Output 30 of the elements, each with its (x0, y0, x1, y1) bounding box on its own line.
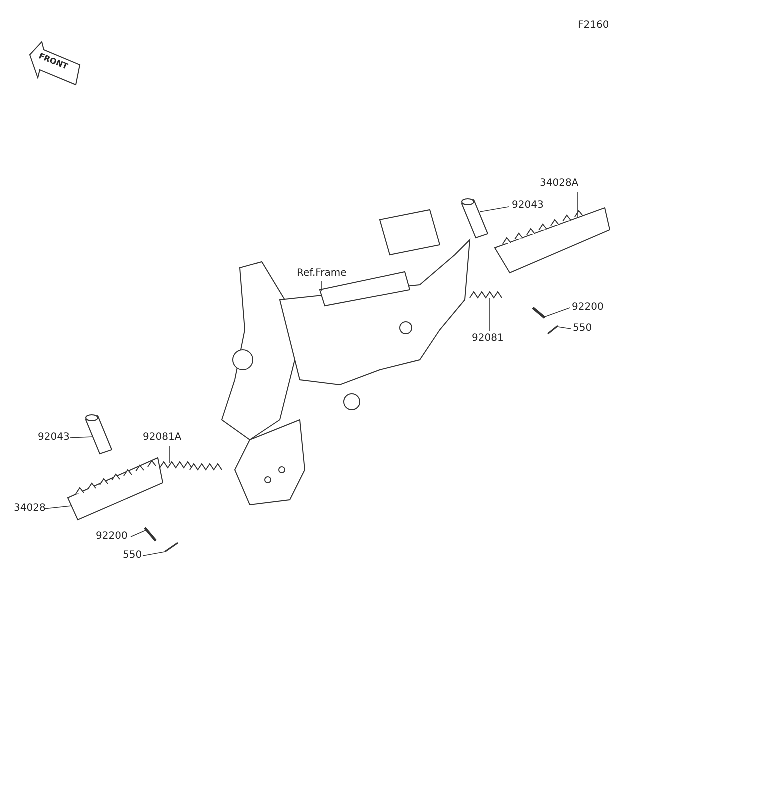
leader-line (70, 436, 94, 438)
figure-code: F2160 (578, 20, 610, 32)
leader-line (480, 206, 510, 212)
callout-number: 92200 (96, 531, 128, 543)
leader-line (544, 308, 570, 318)
callout-number: 550 (573, 323, 592, 335)
callout-number: 550 (123, 550, 142, 562)
leader-line (558, 326, 572, 330)
springs-drawing (160, 461, 222, 471)
footpeg-drawing (494, 207, 611, 274)
footpeg-drawing (67, 457, 164, 521)
callout-number: 92081 (472, 333, 504, 345)
leader-line (130, 530, 148, 538)
callout-number: Ref.Frame (297, 268, 347, 280)
pin-drawing (85, 414, 113, 455)
callout-number: 34028 (14, 503, 46, 515)
frame-drawing (221, 209, 471, 506)
leader-line (142, 552, 166, 556)
callout-number: 34028A (540, 178, 579, 190)
callout-number: 92200 (572, 302, 604, 314)
cotter-pin-drawing (548, 325, 558, 335)
leader-line (44, 506, 72, 510)
spring-drawing (470, 291, 502, 299)
cotter-pin-drawing (164, 542, 178, 553)
spring-pin-drawing (144, 527, 157, 542)
spring-pin-drawing (532, 307, 546, 319)
callout-number: 92043 (512, 200, 544, 212)
pin-drawing (461, 198, 489, 239)
callout-number: 92043 (38, 432, 70, 444)
callout-number: 92081A (143, 432, 182, 444)
